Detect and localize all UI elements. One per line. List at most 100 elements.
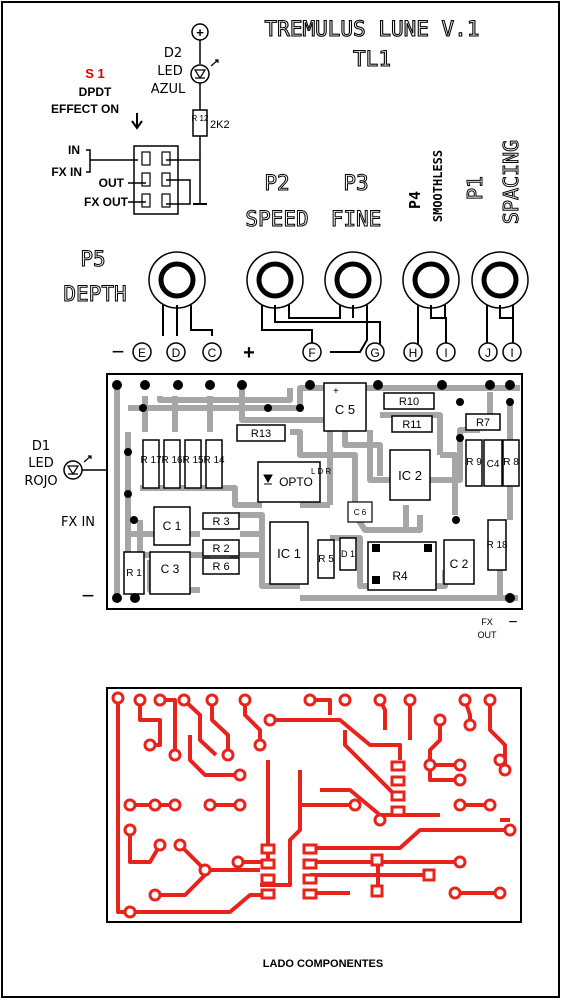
connector-circle-icon xyxy=(365,342,385,362)
p1-label: SPACING xyxy=(499,140,523,224)
connector-letter: E xyxy=(138,346,146,360)
connector-letter: H xyxy=(409,346,418,360)
connector-circle-icon xyxy=(166,342,186,362)
r12-value: 2K2 xyxy=(210,119,230,131)
resistor-r14 xyxy=(205,439,223,489)
connector-circle-icon xyxy=(436,342,456,362)
connector-terminal: F xyxy=(302,342,322,362)
pin-in-label: IN xyxy=(68,143,80,157)
title-text: TREMULUS LUNE V.1 xyxy=(265,17,480,41)
pot-p3[interactable] xyxy=(324,251,382,309)
c3-label: C 3 xyxy=(161,562,180,576)
copper-ic-pads xyxy=(260,760,436,900)
fx-out-label-line1: FX xyxy=(481,617,493,627)
led-d2-icon xyxy=(190,64,210,84)
c2-label: C 2 xyxy=(450,557,469,571)
resistor-r13 xyxy=(236,424,286,442)
connector-letter: J xyxy=(485,346,491,360)
connector-terminal: C xyxy=(202,342,222,362)
p2-label: SPEED xyxy=(245,207,308,231)
connector-letter: D xyxy=(172,346,181,360)
p5-label: DEPTH xyxy=(63,282,126,306)
pin-fx-in-label: FX IN xyxy=(51,165,82,179)
s1-label: S 1 xyxy=(85,66,105,81)
r7-label: R7 xyxy=(476,417,490,429)
connector-letter: F xyxy=(308,346,315,360)
footer-caption: LADO COMPONENTES xyxy=(263,958,383,970)
r1-label: R 1 xyxy=(126,568,142,579)
copper-pads xyxy=(111,691,517,919)
down-arrow-icon xyxy=(131,113,143,130)
resistor-r3 xyxy=(202,512,240,530)
r6-label: R 6 xyxy=(212,561,229,573)
pin-fx-out-label: FX OUT xyxy=(84,195,129,209)
r11-label: R11 xyxy=(402,419,421,431)
led-d2-group: + R 12 2K2 D2 LED AZUL xyxy=(151,23,230,160)
resistor-r10 xyxy=(383,392,435,410)
r16-label: R 16 xyxy=(161,455,183,466)
fx-out-label: OUT xyxy=(478,630,498,640)
ic1-chip xyxy=(269,521,309,585)
connector-letter: I xyxy=(444,346,447,360)
diode-label: D 1 xyxy=(341,549,355,559)
connector-circle-icon xyxy=(132,342,152,362)
r17-label: R 17 xyxy=(140,455,162,466)
pot-p1[interactable] xyxy=(471,251,529,309)
capacitor-c3 xyxy=(149,551,191,595)
resistor-r5 xyxy=(317,539,335,579)
pot-p4[interactable] xyxy=(402,251,460,309)
p5-id: P5 xyxy=(80,247,105,271)
light-arrow-icon xyxy=(210,59,219,67)
resistor-r7 xyxy=(465,413,501,431)
resistor-r17 xyxy=(142,439,160,489)
capacitor-c4 xyxy=(483,439,503,487)
r2-label: R 2 xyxy=(212,543,229,555)
connector-circle-icon xyxy=(403,342,423,362)
p4-id: P4 xyxy=(406,191,424,209)
pot-p5[interactable] xyxy=(148,251,213,336)
d1-color: ROJO xyxy=(24,474,57,489)
p2-id: P2 xyxy=(264,171,289,195)
connector-letter: G xyxy=(370,346,379,360)
pot-p2[interactable] xyxy=(246,251,304,309)
c6-label: C 6 xyxy=(354,508,367,517)
r18-label: R 18 xyxy=(486,540,508,551)
resistor-r15 xyxy=(184,439,202,489)
opto-label: OPTO xyxy=(279,475,313,489)
resistor-r8 xyxy=(502,439,520,487)
resistor-r6 xyxy=(202,557,240,575)
pin-out-label: OUT xyxy=(99,176,125,190)
minus-left-symbol: − xyxy=(112,339,125,364)
connector-circle-icon xyxy=(202,342,222,362)
d1-type: LED xyxy=(28,456,53,471)
component-board: R13 + C 5 R10 R11 R7 R 17 R 16 R 15 R 14… xyxy=(106,373,523,610)
ic2-chip xyxy=(389,449,431,501)
p4-label: SMOOTHLESS xyxy=(431,150,445,222)
plus-mid-symbol: + xyxy=(243,342,255,364)
power-plus-symbol: + xyxy=(196,25,204,40)
resistor-r11 xyxy=(391,415,433,433)
connector-circle-icon xyxy=(502,342,522,362)
c4-label: C4 xyxy=(487,459,500,470)
r9-label: R 9 xyxy=(466,457,482,468)
c1-label: C 1 xyxy=(163,519,182,533)
r5-label: R 5 xyxy=(318,554,334,565)
ic2-label: IC 2 xyxy=(398,468,422,483)
r14-label: R 14 xyxy=(203,455,225,466)
r3-label: R 3 xyxy=(212,516,229,528)
connector-terminal: G xyxy=(365,342,385,362)
c5-label: C 5 xyxy=(335,402,355,417)
r10-label: R10 xyxy=(399,396,419,408)
fx-out-minus: − xyxy=(508,614,517,631)
subtitle-text: TL1 xyxy=(353,47,391,71)
resistor-r9 xyxy=(465,439,483,487)
resistor-r2 xyxy=(202,539,240,557)
capacitor-c1 xyxy=(153,506,191,546)
resistor-r16 xyxy=(163,439,181,489)
r12-label: R 12 xyxy=(192,114,209,123)
d2-color: AZUL xyxy=(151,82,186,97)
connector-letter: C xyxy=(208,346,217,360)
